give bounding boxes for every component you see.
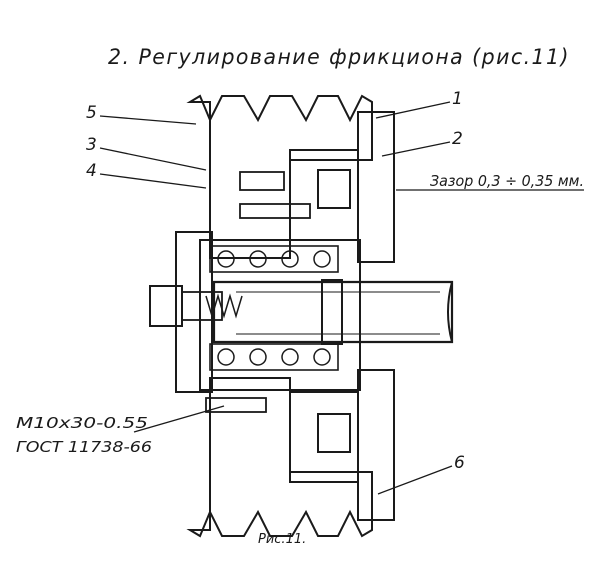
hub — [175, 231, 361, 393]
callout-1: 1 — [452, 89, 463, 109]
fixing-bolt — [205, 397, 267, 413]
callout-4: 4 — [86, 161, 97, 181]
friction-housing — [289, 111, 395, 521]
adjusting-nut — [149, 285, 243, 327]
bearings — [209, 245, 339, 371]
coil-upper — [317, 169, 351, 209]
pulley — [186, 94, 373, 538]
leader-lines — [99, 101, 584, 495]
callout-6: 6 — [454, 453, 465, 473]
callout-5: 5 — [86, 103, 97, 123]
bolt-spec-line-1: M10x30-0.55 — [16, 414, 148, 432]
gap-note: Зазор 0,3 ÷ 0,35 мм. — [430, 172, 584, 190]
bolt-spec-line-2: ГОСТ 11738-66 — [16, 438, 152, 456]
adjusting-screw — [239, 171, 285, 191]
adjusting-screw — [239, 203, 311, 219]
callout-3: 3 — [86, 135, 97, 155]
figure-caption: Рис.11. — [258, 532, 306, 547]
page-title: 2. Регулирование фрикциона (рис.11) — [108, 45, 570, 69]
shaft — [212, 279, 454, 345]
coil-lower — [317, 413, 351, 453]
callout-2: 2 — [452, 129, 463, 149]
